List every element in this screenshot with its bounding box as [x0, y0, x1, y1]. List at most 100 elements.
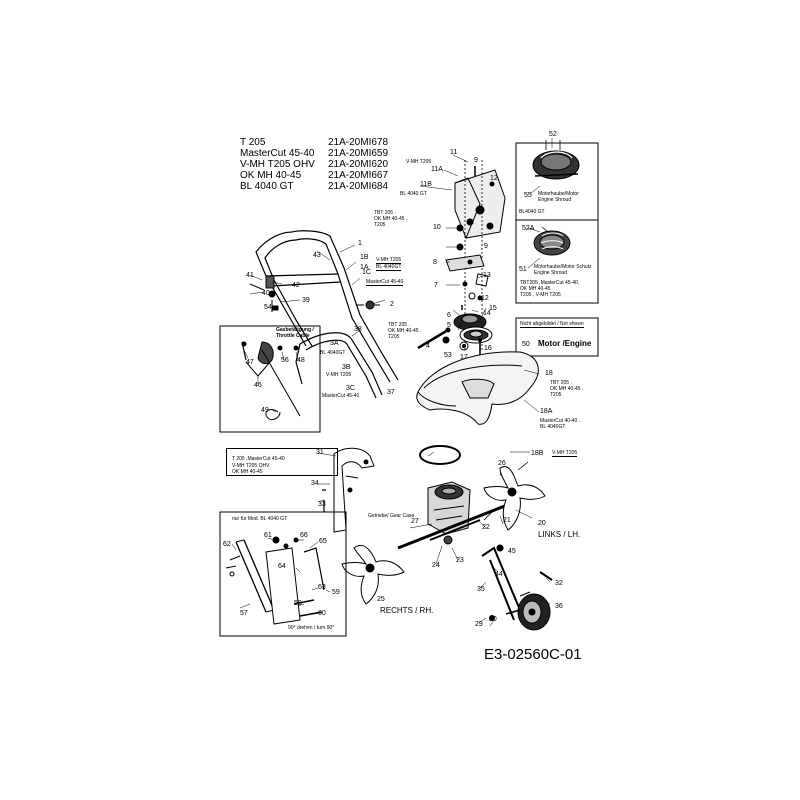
- part-number: 7: [434, 282, 438, 289]
- part-number: 1C: [362, 269, 371, 276]
- part-number: 58: [294, 600, 302, 607]
- links-label: LINKS / LH.: [538, 530, 581, 539]
- callout-v-mh-t205: V-MH T205: [376, 257, 402, 264]
- model-code: 21A-20MI620: [328, 159, 389, 170]
- part-number: 32: [555, 580, 563, 587]
- part-number: 20: [538, 520, 546, 527]
- tine-arm-frame: [322, 447, 375, 533]
- part-number: 22: [482, 524, 490, 531]
- part-number: 3A: [330, 340, 339, 347]
- part-number: 38: [354, 326, 362, 333]
- part-number: 5: [447, 322, 451, 329]
- callout-mastercut: MasterCut 45-40: [366, 279, 404, 286]
- right-tine: [341, 544, 405, 605]
- part-number: 15: [489, 305, 497, 312]
- part-number: 52: [549, 131, 557, 138]
- engine-shroud-top: [532, 140, 580, 180]
- part-number: 59: [332, 589, 340, 596]
- part-number: 11A: [431, 166, 443, 173]
- part-number: 43: [313, 252, 321, 259]
- column-parts: [442, 224, 493, 356]
- part-number: 1A: [360, 264, 369, 271]
- model-name: T 205: [240, 137, 266, 148]
- throttle-cable-title: Gasbetätigung / Throttle Cable: [276, 327, 314, 339]
- part-number: 65: [319, 538, 327, 545]
- part-number: 34: [311, 480, 319, 487]
- part-number: 12: [490, 175, 498, 182]
- callout-mastercut-18a: MasterCut 40-40 . BL 4040GT: [540, 418, 581, 430]
- drawing-code: E3-02560C-01: [484, 646, 582, 663]
- gear-case-gasket: [419, 445, 461, 465]
- part-number: 17: [460, 354, 468, 361]
- part-number: 49: [261, 407, 269, 414]
- model-name: V-MH T205 OHV: [240, 159, 315, 170]
- getriebe-label: Getriebe/ Gear Case: [368, 513, 415, 519]
- part-number: 18: [545, 370, 553, 377]
- part-number: 54: [264, 304, 272, 311]
- part-number: 44: [495, 571, 503, 578]
- callout-tbt-group-18: TBT 205 . OK MH 40-45 . T205: [550, 380, 584, 398]
- callout-bl-4040gt: BL 4040GT: [376, 264, 402, 271]
- part-number: 14: [483, 310, 491, 317]
- handle-bar: [255, 230, 399, 399]
- transport-wheel: [489, 593, 551, 631]
- part-number: 48: [297, 357, 305, 364]
- part-number: 45: [508, 548, 516, 555]
- part-number: 16: [484, 345, 492, 352]
- part-number: 24: [432, 562, 440, 569]
- part-number: 31: [316, 449, 324, 456]
- not-shown-label: Nicht abgebildet / Not shown: [520, 321, 584, 328]
- part-number: 27: [411, 518, 419, 525]
- engine-tbt-label: TBT205 ,MasterCut 45-40, OK MH 40-45 T20…: [520, 280, 580, 298]
- part-number: 53: [444, 352, 452, 359]
- engine-item-text: Motor /Engine: [538, 339, 592, 348]
- part-number: 66: [300, 532, 308, 539]
- bl-4040-box: [219, 511, 347, 637]
- leader-lines: [231, 138, 553, 627]
- part-number: 30: [489, 616, 497, 623]
- part-number: 25: [377, 596, 385, 603]
- part-number: 23: [456, 557, 464, 564]
- part-number: 51: [519, 266, 527, 273]
- part-number: 3C: [346, 385, 355, 392]
- handle-lever: [249, 275, 279, 312]
- part-number: 33: [318, 501, 326, 508]
- callout-v-mh-t205: V-MH T205: [406, 159, 432, 165]
- part-number: 42: [292, 282, 300, 289]
- model-code: 21A-20MI684: [328, 181, 389, 192]
- model-code: 21A-20MI667: [328, 170, 389, 181]
- tine-note: T 205 ,MasterCut 45-40 V-MH T205 OHV OK …: [232, 456, 285, 475]
- part-number: 37: [387, 389, 395, 396]
- part-number: 29: [475, 621, 483, 628]
- part-number: 2: [390, 301, 394, 308]
- part-number: 62: [223, 541, 231, 548]
- part-number: 13: [483, 272, 491, 279]
- part-number: 21: [503, 517, 511, 524]
- part-number: 18B: [531, 450, 544, 457]
- engine-shroud-lower: [533, 226, 571, 256]
- part-number: 3B: [342, 364, 351, 371]
- part-number: 35: [477, 586, 485, 593]
- part-number: 4: [426, 343, 430, 350]
- model-code: 21A-20MI659: [328, 148, 389, 159]
- part-number: 1B: [360, 254, 369, 261]
- handle-bolt-2: [356, 300, 380, 310]
- bl-box-title: nur für Mod. BL 4040 GT: [232, 516, 288, 522]
- left-tine: [483, 461, 546, 531]
- part-number: 50: [522, 341, 530, 348]
- part-number: 47: [246, 359, 254, 366]
- callout-mastercut: MasterCut 45-40: [322, 393, 360, 399]
- part-number: 61: [264, 532, 272, 539]
- model-code: 21A-20MI678: [328, 137, 389, 148]
- part-number: 52A: [522, 225, 535, 232]
- part-number: 9: [484, 243, 488, 250]
- callout-v-mh-t205-18b: V-MH T205: [552, 450, 578, 457]
- part-number: 39: [302, 297, 310, 304]
- tine-shield: [416, 351, 539, 425]
- tine-note-box: [226, 448, 338, 476]
- callout-tbt-group-2: TBT 205 . OK MH 40-45 . T205: [388, 322, 422, 340]
- part-number: 18A: [540, 408, 553, 415]
- part-number: 1: [358, 240, 362, 247]
- part-number: 8: [433, 259, 437, 266]
